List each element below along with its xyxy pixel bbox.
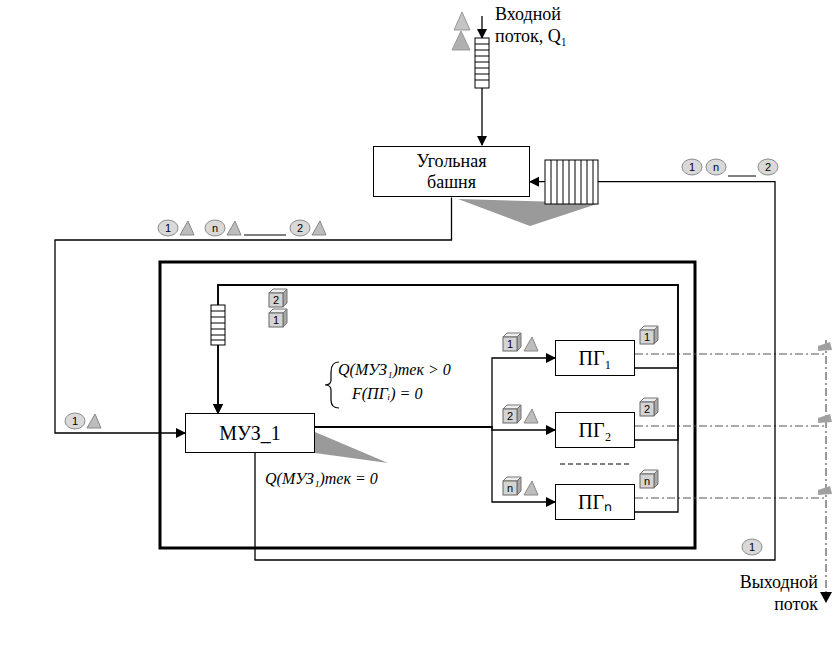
shadow-wedge [315,432,388,463]
token-cube [503,405,538,423]
token-ellipse [158,220,194,236]
coal-icon [524,337,538,351]
token-number: 2 [644,404,650,415]
node-text: МУЗ_1 [219,422,281,445]
token-number: 1 [749,542,755,553]
token-number: n [212,223,218,234]
coal-icon [524,409,538,423]
token-cube [640,326,658,344]
token-number: 2 [765,162,771,173]
queue-icon [211,305,225,345]
flow-connector [315,358,555,427]
flow-connector [255,182,775,560]
token-ellipse [742,539,762,555]
node-text: ПГₙ [578,491,612,514]
token-cube [503,477,538,495]
token-cube [269,289,287,307]
token-cube [640,470,658,488]
output-line [635,340,826,592]
condition: F(ПГᵢ) = 0 [352,384,422,403]
input-arrow [481,16,482,38]
coal-icon [454,12,470,30]
coal-icon [312,221,326,235]
generator-box: ПГ₂ [555,412,635,448]
token-ellipse [205,220,241,236]
token-number: 1 [689,162,695,173]
flow-connector [315,427,555,502]
tower-box: Угольная башня [373,146,530,197]
token-ellipse [682,159,702,175]
coal-icon [818,486,832,495]
queue-icon [475,38,489,88]
flow-connector [55,197,452,433]
token-ellipse [65,413,101,429]
flow-label: Выходной поток [718,572,818,615]
token-number: n [507,483,513,494]
token-cube [503,333,538,351]
condition: Q(МУЗ₁)тек > 0 [338,360,451,379]
node-text: Угольная башня [402,151,502,192]
token-number: 1 [165,223,171,234]
ellipsis-dash [728,176,756,177]
coal-icon [524,481,538,495]
token-ellipse [758,159,778,175]
token-ellipse [290,220,326,236]
ellipsis-dash [244,235,286,236]
queue-icon [545,160,598,204]
node-text: ПГ₁ [579,347,612,370]
ellipsis-dash [560,464,632,465]
token-cube [640,398,658,416]
edge-condition: Q(МУЗ₁)тек = 0 [263,469,380,488]
output-arrowhead [820,592,832,603]
token-number: n [644,476,650,487]
token-cube [269,309,287,327]
coal-icon [227,221,241,235]
brace [325,362,339,408]
token-number: 1 [72,416,78,427]
distributor-box: МУЗ_1 [185,413,315,453]
generator-box: ПГ₁ [555,340,635,376]
token-ellipse [706,159,726,175]
token-number: 1 [507,339,513,350]
flow-connector [218,285,678,413]
coal-icon [818,414,832,423]
coal-icon [818,342,832,351]
flow-connector [218,285,678,512]
token-number: 2 [507,411,513,422]
token-number: 2 [273,295,279,306]
subsystem-frame [160,262,695,548]
coal-icon [180,221,194,235]
coal-icon [452,31,470,50]
node-text: ПГ₂ [579,419,612,442]
token-number: n [713,162,719,173]
generator-box: ПГₙ [555,484,635,520]
token-number: 2 [297,223,303,234]
token-number: 1 [644,332,650,343]
token-number: 1 [273,315,279,326]
coal-icon [87,414,101,428]
input-arrow [481,88,482,145]
flow-label: Входной поток, Q₁ [495,4,595,47]
